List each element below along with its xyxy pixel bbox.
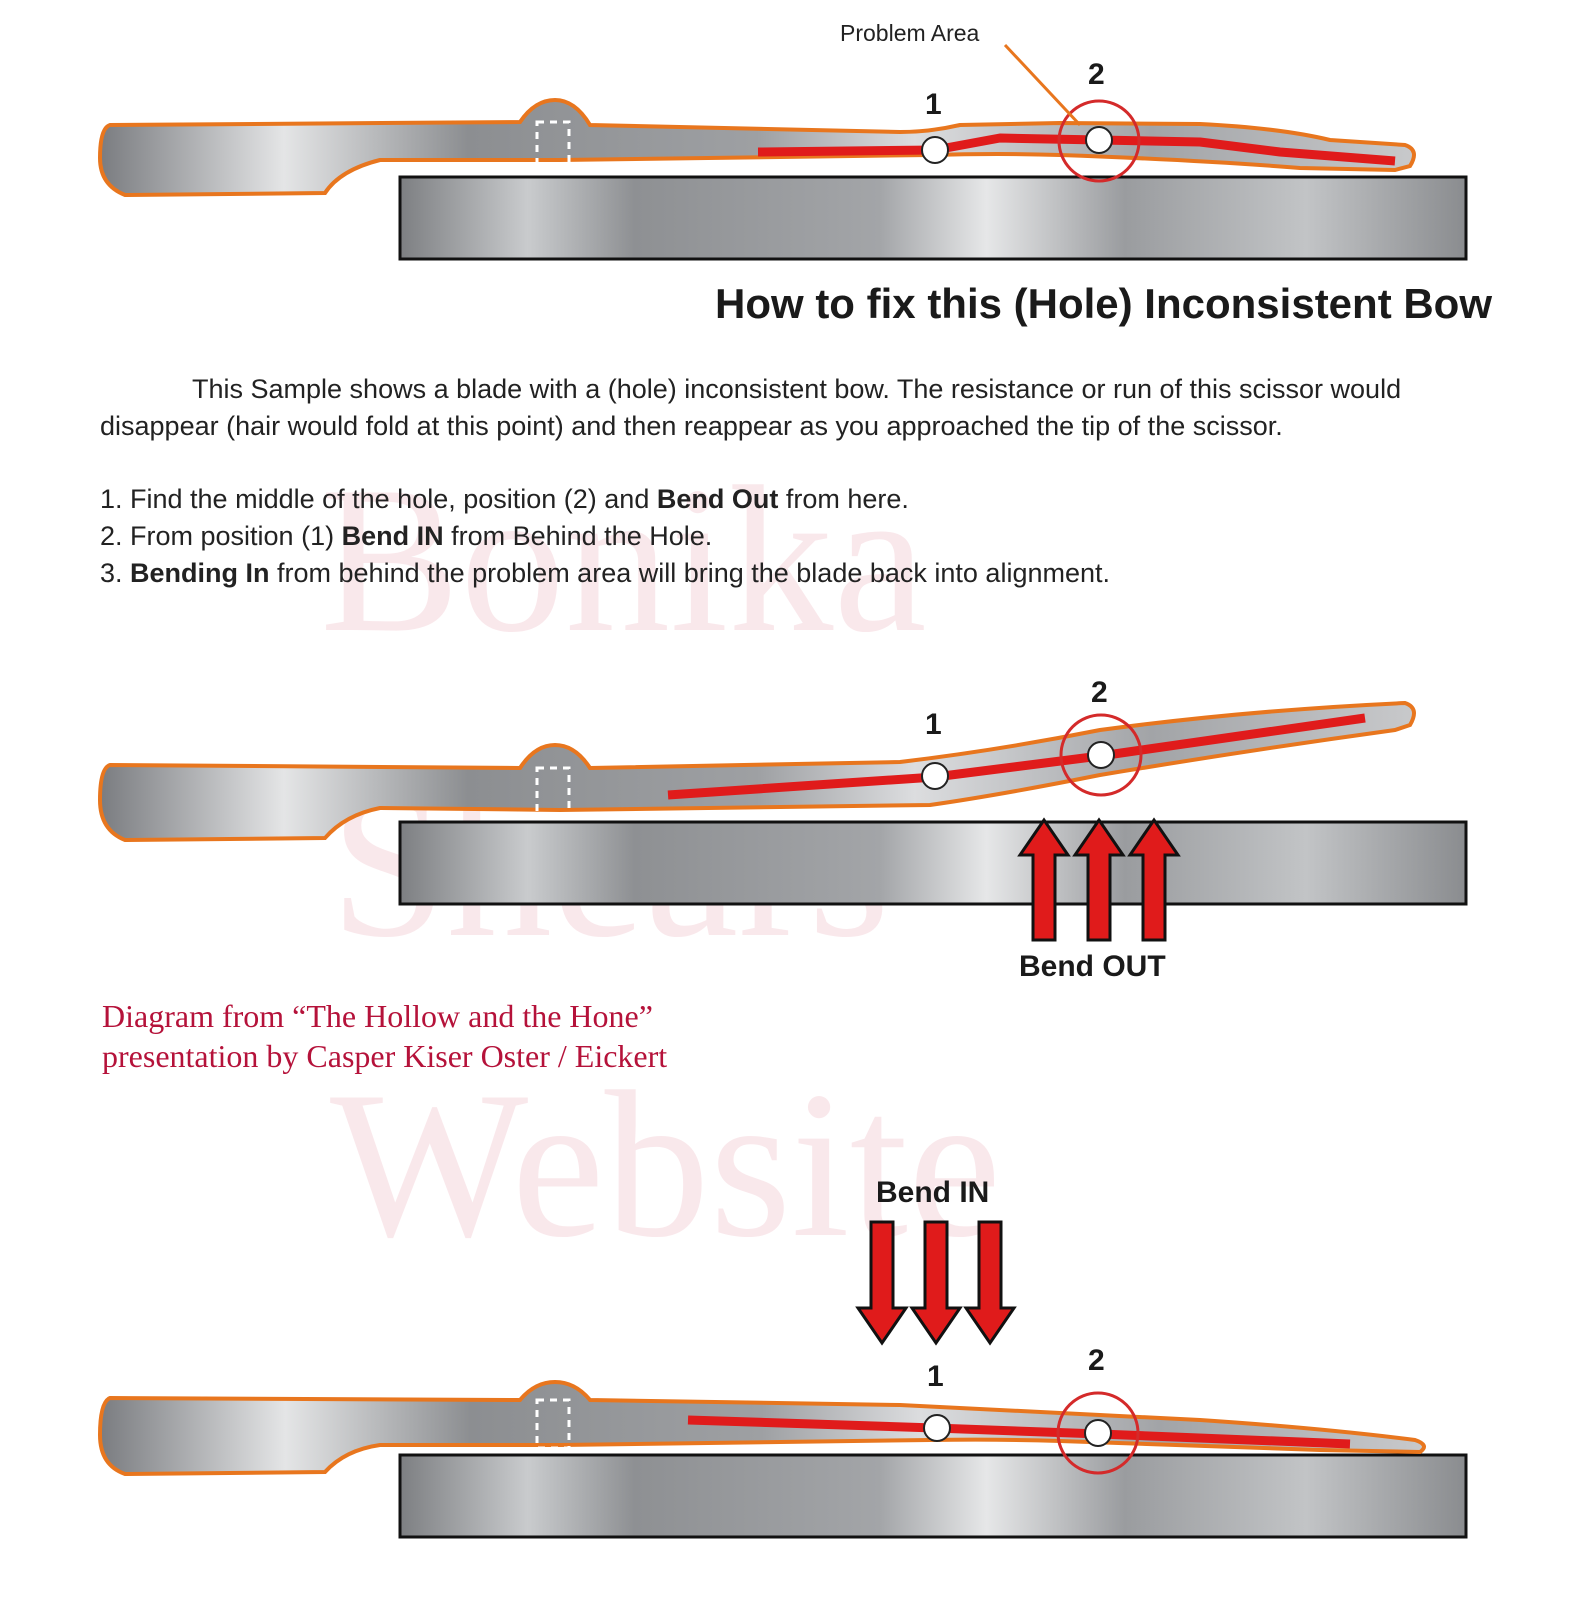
up-arrow-2 xyxy=(1072,817,1126,942)
point-2-marker-middle xyxy=(1087,741,1115,769)
point-1-marker-middle xyxy=(921,762,949,790)
pivot-screw-middle xyxy=(535,766,571,818)
problem-area-label: Problem Area xyxy=(840,20,980,46)
problem-circle-bottom xyxy=(1056,1391,1140,1475)
hone-bar-top xyxy=(398,175,1468,261)
bend-out-arrows xyxy=(1017,817,1181,942)
step-2: 2. From position (1) Bend IN from Behind… xyxy=(100,518,1500,555)
pivot-screw-top xyxy=(535,120,571,172)
point-1-label-top: 1 xyxy=(925,88,942,121)
problem-circle-top xyxy=(1057,99,1141,183)
point-1-marker-top xyxy=(921,136,949,164)
blade-bottom xyxy=(97,1379,1426,1477)
up-arrow-1 xyxy=(1017,817,1071,942)
blade-middle xyxy=(97,700,1416,843)
point-2-label-bottom: 2 xyxy=(1088,1344,1105,1377)
blade-top xyxy=(97,97,1416,198)
hone-bar-bottom xyxy=(398,1453,1468,1539)
step-3-pre: 3. xyxy=(100,558,131,588)
red-line-bottom xyxy=(687,1415,1351,1449)
bottom-diagram xyxy=(97,1220,1468,1539)
step-2-pre: 2. From position (1) xyxy=(100,521,342,551)
bend-in-label: Bend IN xyxy=(876,1176,990,1209)
point-1-label-bottom: 1 xyxy=(927,1360,944,1393)
point-2-label-middle: 2 xyxy=(1091,676,1108,709)
bend-out-label: Bend OUT xyxy=(1019,950,1166,983)
step-1-pre: 1. Find the middle of the hole, position… xyxy=(100,484,657,514)
step-1-post: from here. xyxy=(778,484,909,514)
page-title: How to fix this (Hole) Inconsistent Bow xyxy=(715,280,1492,327)
down-arrow-2 xyxy=(909,1220,963,1346)
step-2-post: from Behind the Hole. xyxy=(443,521,713,551)
watermark-line-1: Bonika xyxy=(320,444,927,676)
problem-area-leader xyxy=(1003,43,1082,127)
down-arrow-1 xyxy=(855,1220,909,1346)
credit-line-2: presentation by Casper Kiser Oster / Eic… xyxy=(102,1038,668,1074)
middle-diagram xyxy=(97,700,1468,942)
step-1-bold: Bend Out xyxy=(656,484,779,514)
problem-circle-middle xyxy=(1059,713,1143,797)
point-2-marker-top xyxy=(1085,126,1113,154)
up-arrow-3 xyxy=(1127,817,1181,942)
point-1-label-middle: 1 xyxy=(925,708,942,741)
point-2-label-top: 2 xyxy=(1088,58,1105,91)
point-2-marker-bottom xyxy=(1084,1419,1112,1447)
step-1: 1. Find the middle of the hole, position… xyxy=(100,481,1500,518)
intro-text: This Sample shows a blade with a (hole) … xyxy=(100,374,1402,441)
bend-in-arrows xyxy=(855,1220,1017,1346)
hone-bar-middle xyxy=(398,820,1468,906)
down-arrow-3 xyxy=(963,1220,1017,1346)
pivot-screw-bottom xyxy=(535,1398,571,1450)
intro-paragraph: This Sample shows a blade with a (hole) … xyxy=(100,371,1500,445)
step-2-bold: Bend IN xyxy=(341,521,444,551)
red-line-middle xyxy=(667,713,1366,800)
top-diagram xyxy=(97,43,1468,261)
step-3-bold: Bending In xyxy=(130,558,270,588)
point-1-marker-bottom xyxy=(923,1414,951,1442)
credit-line-1: Diagram from “The Hollow and the Hone” xyxy=(102,998,653,1034)
step-3: 3. Bending In from behind the problem ar… xyxy=(100,555,1500,592)
step-3-post: from behind the problem area will bring … xyxy=(269,558,1110,588)
